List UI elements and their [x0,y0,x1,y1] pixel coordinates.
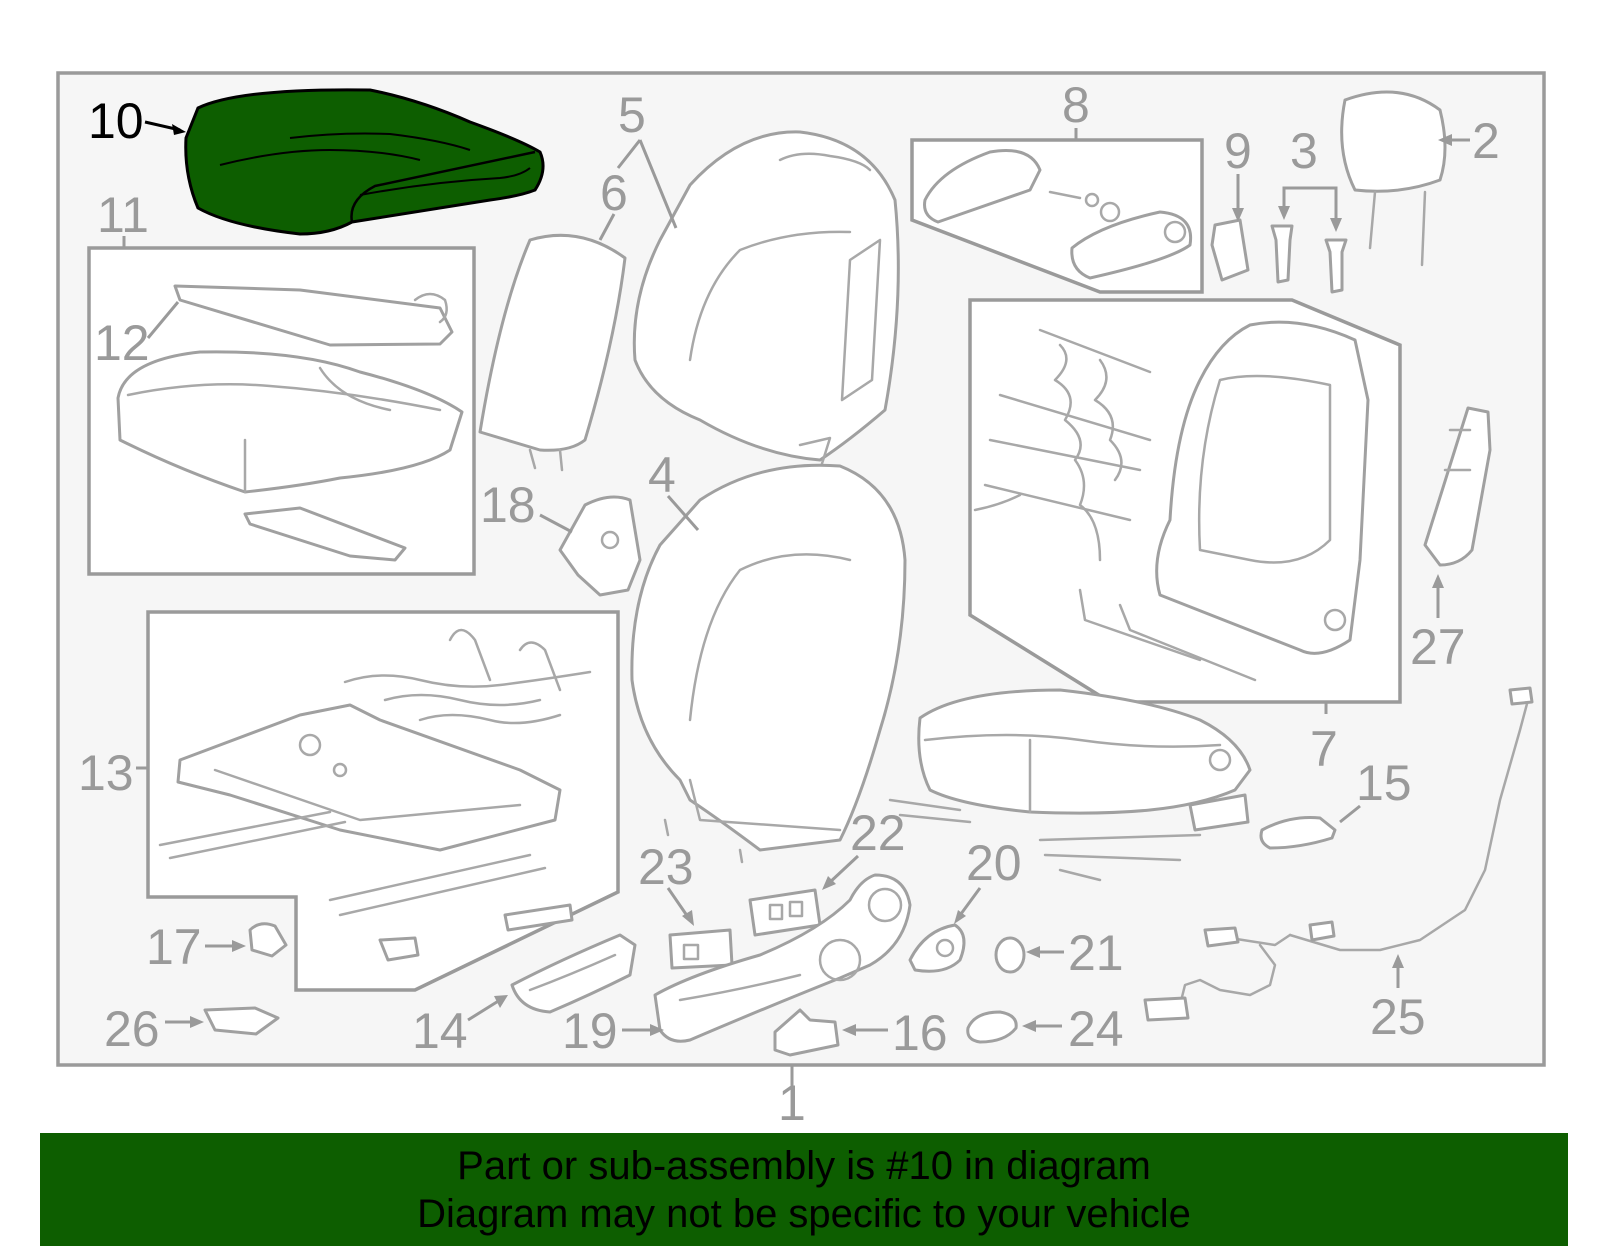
svg-text:17: 17 [146,919,202,975]
svg-text:21: 21 [1068,925,1124,981]
group-8-recliner-covers [910,128,1204,294]
svg-text:18: 18 [480,477,536,533]
svg-text:2: 2 [1472,113,1500,169]
callout-12: 12 [94,301,180,371]
callout-25: 25 [1370,954,1426,1045]
info-banner: Part or sub-assembly is #10 in diagram D… [40,1133,1568,1246]
part-6-seatback-panel[interactable] [478,233,627,472]
svg-text:4: 4 [648,447,676,503]
part-20-knob[interactable] [908,923,966,973]
part-17-clip[interactable] [248,922,288,958]
part-2-headrest[interactable] [1340,90,1447,267]
part-14-side-trim[interactable] [510,933,637,1014]
svg-text:24: 24 [1068,1001,1124,1057]
part-23-switch[interactable] [668,928,734,970]
part-24-cap[interactable] [966,1010,1018,1044]
callout-11: 11 [97,187,149,243]
svg-text:14: 14 [412,1003,468,1059]
callout-14: 14 [412,995,508,1059]
seat-cushion-assembly [888,688,1252,882]
callout-1: 1 [778,1065,806,1131]
part-5-seatback-cover[interactable] [632,130,900,472]
callout-15: 15 [1339,755,1412,824]
svg-text:6: 6 [600,165,628,221]
svg-text:26: 26 [104,1001,160,1057]
callout-18: 18 [480,477,573,534]
part-18-bracket[interactable] [558,495,642,597]
svg-text:19: 19 [562,1003,618,1059]
svg-text:11: 11 [97,187,149,243]
callout-10: 10 [88,93,186,149]
group-11-seat-cushion-pad [87,236,476,576]
part-21-cap[interactable] [994,936,1026,974]
group-13-seat-adjuster [136,610,620,992]
svg-text:7: 7 [1310,721,1338,777]
svg-text:25: 25 [1370,989,1426,1045]
callout-7: 7 [1310,721,1338,777]
part-27-side-panel[interactable] [1423,406,1492,567]
svg-text:15: 15 [1356,755,1412,811]
part-19-side-shield[interactable] [653,873,912,1043]
part-16-bracket[interactable] [773,1008,840,1057]
callout-23: 23 [638,839,694,926]
svg-text:20: 20 [966,835,1022,891]
part-10-seat-cushion-cover[interactable] [184,88,545,236]
part-9-clip[interactable] [1210,218,1250,282]
part-22-switch[interactable] [748,888,822,937]
callout-19: 19 [562,1003,664,1059]
callout-6: 6 [598,165,628,241]
banner-line-part-reference: Part or sub-assembly is #10 in diagram [457,1143,1151,1188]
svg-text:16: 16 [892,1005,948,1061]
svg-text:9: 9 [1224,123,1252,179]
svg-text:3: 3 [1290,123,1318,179]
svg-text:8: 8 [1062,77,1090,133]
svg-text:10: 10 [88,93,144,149]
svg-text:12: 12 [94,315,150,371]
svg-text:27: 27 [1410,619,1466,675]
banner-line-disclaimer: Diagram may not be specific to your vehi… [417,1191,1191,1236]
callout-26: 26 [104,1001,204,1057]
callout-21: 21 [1026,925,1124,981]
callout-27: 27 [1410,574,1466,675]
svg-text:1: 1 [778,1075,806,1131]
callout-22: 22 [822,805,906,890]
callout-8: 8 [1062,77,1090,133]
part-15-module[interactable] [1259,816,1337,850]
callout-20: 20 [954,835,1022,924]
callout-24: 24 [1022,1001,1124,1057]
callout-9: 9 [1224,123,1252,222]
svg-text:22: 22 [850,805,906,861]
callout-4: 4 [648,447,700,531]
callout-3: 3 [1278,123,1342,232]
callout-16: 16 [842,1005,948,1061]
svg-text:5: 5 [618,87,646,143]
svg-text:23: 23 [638,839,694,895]
svg-text:13: 13 [78,745,134,801]
callout-13: 13 [78,745,134,801]
group-7-seatback-frame [968,298,1402,714]
part-3-headrest-guides[interactable] [1270,224,1348,294]
part-4-seatback-pad[interactable] [630,463,907,864]
part-25-wiring-harness[interactable] [1143,686,1534,1022]
callout-2: 2 [1438,113,1500,169]
callout-17: 17 [146,919,246,975]
part-26-clip[interactable] [203,1006,280,1036]
callout-5: 5 [616,87,678,229]
